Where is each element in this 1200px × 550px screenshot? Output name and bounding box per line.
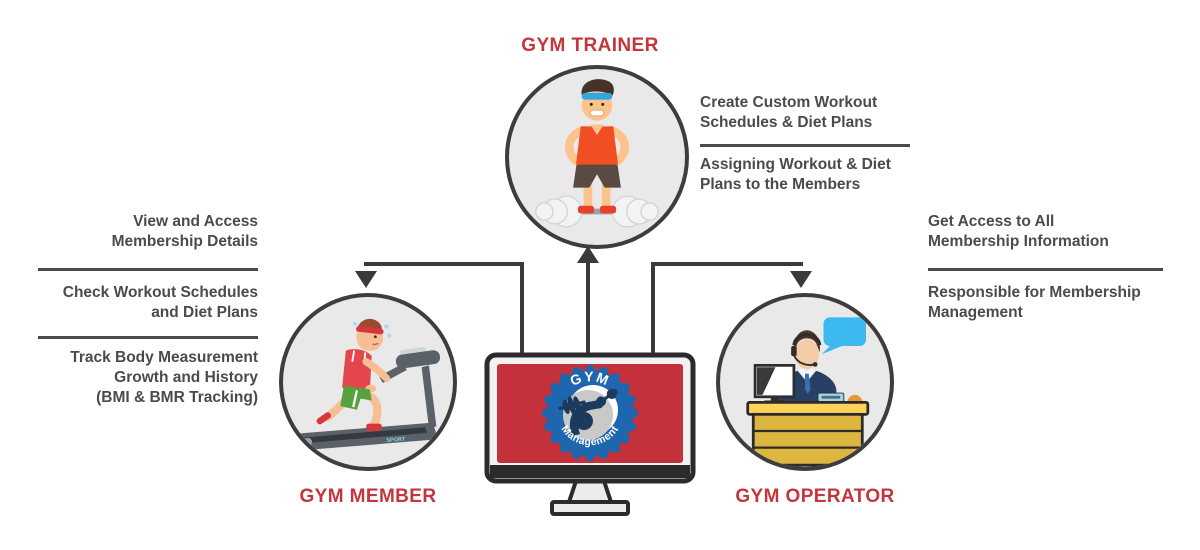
- note-line: Create Custom Workout: [700, 94, 878, 111]
- barbell-icon: [535, 195, 659, 228]
- sweat-drops: [353, 321, 392, 338]
- member-note-2: Check Workout Schedules and Diet Plans: [38, 283, 258, 323]
- trainer-hair: [581, 79, 614, 96]
- logo-text-top: GYM: [568, 368, 611, 388]
- operator-note-1: Get Access to All Membership Information: [928, 212, 1168, 252]
- divider: [928, 268, 1163, 271]
- operator-note-2: Responsible for Membership Management: [928, 283, 1168, 323]
- note-line: Growth and History: [114, 369, 258, 386]
- gym-member-circle: SPORT: [279, 293, 457, 471]
- trainer-figure: [564, 79, 630, 214]
- gym-management-logo: GYM Management: [541, 364, 639, 462]
- connector-right-horizontal: [651, 262, 803, 266]
- gym-trainer-circle: [505, 65, 689, 249]
- member-illustration: SPORT: [295, 318, 441, 451]
- headset-icon: [792, 333, 822, 346]
- arrow-down-icon: [790, 271, 812, 288]
- trainer-note-2: Assigning Workout & Diet Plans to the Me…: [700, 155, 915, 195]
- note-line: Plans to the Members: [700, 176, 861, 193]
- note-line: Membership Information: [928, 233, 1109, 250]
- desk-bell-icon: [847, 394, 863, 403]
- desk-monitor-icon: [753, 363, 796, 404]
- headband: [581, 92, 613, 100]
- monitor: GYM Management: [484, 352, 696, 516]
- logo-barbell-icon: [558, 396, 586, 415]
- member-note-1: View and Access Membership Details: [38, 212, 258, 252]
- arrow-up-icon: [577, 246, 599, 263]
- note-line: Responsible for Membership: [928, 284, 1141, 301]
- connector-left-vertical: [520, 262, 524, 357]
- flexing-arm-icon: [558, 388, 618, 436]
- treadmill-icon: SPORT: [295, 346, 441, 451]
- tie: [805, 373, 811, 395]
- headband: [356, 326, 384, 335]
- note-line: Assigning Workout & Diet: [700, 156, 891, 173]
- note-line: Get Access to All: [928, 213, 1055, 230]
- monitor-base: [550, 500, 630, 516]
- treadmill-brand-label: SPORT: [386, 437, 406, 445]
- speech-bubble-icon: [821, 317, 866, 355]
- operator-illustration: [746, 317, 870, 467]
- divider-light: [928, 335, 1128, 338]
- svg-text:GYM: GYM: [568, 368, 613, 388]
- gym-trainer-title: GYM TRAINER: [521, 35, 659, 56]
- divider: [38, 336, 258, 339]
- note-line: and Diet Plans: [151, 304, 258, 321]
- note-line: Track Body Measurement: [70, 349, 258, 366]
- trainer-note-1: Create Custom Workout Schedules & Diet P…: [700, 93, 915, 133]
- divider: [700, 144, 910, 147]
- note-line: View and Access: [133, 213, 258, 230]
- connector-left-horizontal: [364, 262, 522, 266]
- trainer-illustration: [535, 79, 659, 228]
- connector-right-vertical: [651, 262, 655, 357]
- gym-operator-title: GYM OPERATOR: [735, 486, 895, 507]
- note-line: Management: [928, 304, 1023, 321]
- runner-figure: [316, 318, 392, 431]
- arrow-down-icon: [355, 271, 377, 288]
- connector-middle-vertical: [586, 250, 590, 357]
- note-line: Check Workout Schedules: [62, 284, 258, 301]
- divider: [38, 268, 258, 271]
- reception-desk: [746, 400, 870, 467]
- member-note-3: Track Body Measurement Growth and Histor…: [38, 348, 258, 408]
- note-line: Membership Details: [111, 233, 258, 250]
- note-line: (BMI & BMR Tracking): [96, 389, 258, 406]
- gym-member-title: GYM MEMBER: [299, 486, 437, 507]
- gym-operator-circle: [716, 293, 894, 471]
- note-line: Schedules & Diet Plans: [700, 114, 873, 131]
